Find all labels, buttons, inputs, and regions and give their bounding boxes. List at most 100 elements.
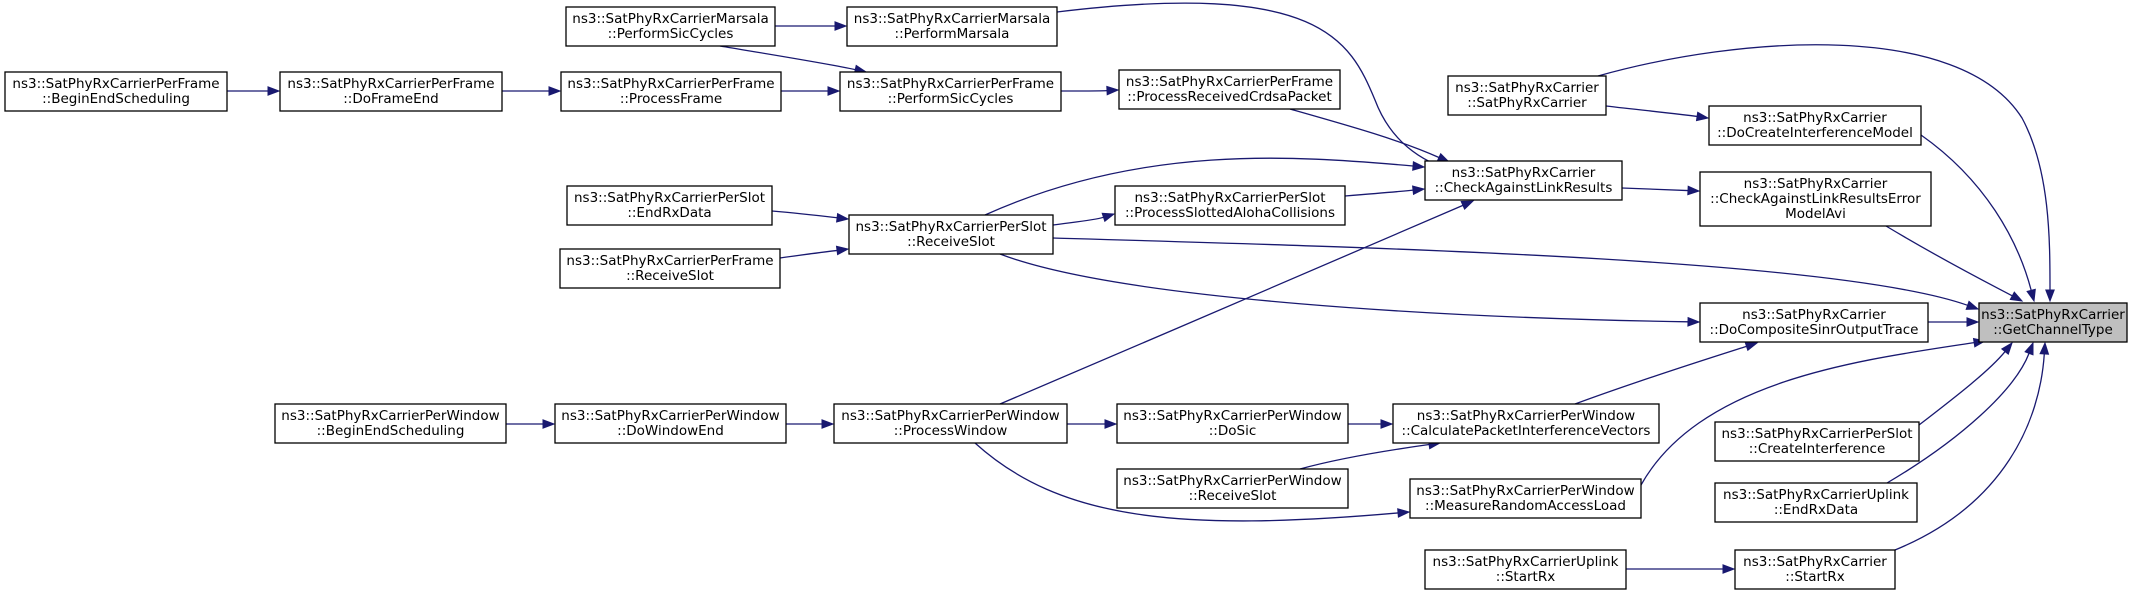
edge-perslot-receiveslot-to-checkagainstlinkresults (984, 157, 1426, 216)
node-label-line: ns3::SatPhyRxCarrierPerSlot (1721, 426, 1912, 442)
node-docompositesinroutputtrace[interactable]: ns3::SatPhyRxCarrier::DoCompositeSinrOut… (1699, 302, 1929, 343)
arrowhead-icon (1106, 85, 1120, 96)
edge-perslot-createinterference-to-getchanneltype (1918, 341, 2013, 426)
arrowhead-icon (1722, 564, 1736, 574)
node-label-line: ::DoWindowEnd (617, 423, 724, 439)
node-perframe-receiveslot[interactable]: ns3::SatPhyRxCarrierPerFrame::ReceiveSlo… (559, 248, 781, 289)
node-label-line: ns3::SatPhyRxCarrierPerWindow (1416, 483, 1634, 499)
node-box (846, 6, 1058, 47)
edge-checkagainstlinkresultserrormodelavi-to-getchanneltype (1885, 225, 2024, 302)
arrowhead-icon (821, 419, 835, 429)
node-marsala-performsiccycles[interactable]: ns3::SatPhyRxCarrierMarsala::PerformSicC… (565, 6, 776, 47)
node-box (1699, 171, 1932, 227)
arrowhead-icon (1687, 316, 1701, 327)
node-label-line: ns3::SatPhyRxCarrierPerWindow (1417, 408, 1635, 424)
node-label-line: ::ReceiveSlot (626, 268, 714, 284)
node-startrx[interactable]: ns3::SatPhyRxCarrier::StartRx (1734, 549, 1896, 590)
node-label-line: ::EndRxData (1774, 502, 1858, 518)
node-perwindow-dosic[interactable]: ns3::SatPhyRxCarrierPerWindow::DoSic (1116, 403, 1349, 444)
arrowhead-icon (1966, 317, 1980, 327)
edge-line (1621, 187, 1689, 192)
edge-satphyrxcarrier-ctor-to-getchanneltype (1597, 44, 2055, 303)
node-processreceivedcrdsapacket[interactable]: ns3::SatPhyRxCarrierPerFrame::ProcessRec… (1118, 69, 1341, 110)
node-perslot-receiveslot[interactable]: ns3::SatPhyRxCarrierPerSlot::ReceiveSlot (848, 214, 1054, 255)
node-docreateinterferencemodel[interactable]: ns3::SatPhyRxCarrier::DoCreateInterferen… (1708, 105, 1922, 146)
node-label-line: ns3::SatPhyRxCarrier (1743, 110, 1887, 126)
node-box (554, 403, 787, 444)
edge-uplink-startrx-to-startrx (1626, 564, 1736, 574)
node-perslot-endrxdata[interactable]: ns3::SatPhyRxCarrierPerSlot::EndRxData (566, 185, 773, 226)
node-label-line: ns3::SatPhyRxCarrierPerFrame (567, 76, 774, 92)
node-box (848, 214, 1054, 255)
node-box (1699, 302, 1929, 343)
arrowhead-icon (542, 419, 556, 429)
edge-perwindow-dowindowend-to-perwindow-processwindow (786, 419, 835, 429)
node-box (1714, 421, 1920, 462)
arrowhead-icon (1744, 341, 1759, 352)
edge-perframe-processframe-to-perframe-performsiccycles (781, 86, 841, 96)
node-label-line: ns3::SatPhyRxCarrier (1743, 554, 1887, 570)
edge-perwindow-processwindow-to-perwindow-dosic (1067, 419, 1118, 429)
node-label-line: ::DoCreateInterferenceModel (1717, 125, 1913, 141)
node-perframe-beginendscheduling[interactable]: ns3::SatPhyRxCarrierPerFrame::BeginEndSc… (4, 71, 228, 112)
node-uplink-endrxdata[interactable]: ns3::SatPhyRxCarrierUplink::EndRxData (1714, 482, 1918, 523)
node-box (1114, 185, 1346, 226)
node-processslottedalohacollisions[interactable]: ns3::SatPhyRxCarrierPerSlot::ProcessSlot… (1114, 185, 1346, 226)
edge-perframe-beginendscheduling-to-perframe-doframeend (227, 86, 281, 96)
arrowhead-icon (836, 212, 850, 223)
edge-line (1052, 237, 1968, 306)
node-perframe-performsiccycles[interactable]: ns3::SatPhyRxCarrierPerFrame::PerformSic… (839, 71, 1062, 112)
node-label-line: ::ProcessSlottedAlohaCollisions (1125, 205, 1335, 221)
node-measurerandomaccessload[interactable]: ns3::SatPhyRxCarrierPerWindow::MeasureRa… (1409, 478, 1642, 519)
node-marsala-performmarsala[interactable]: ns3::SatPhyRxCarrierMarsala::PerformMars… (846, 6, 1058, 47)
node-perwindow-processwindow[interactable]: ns3::SatPhyRxCarrierPerWindow::ProcessWi… (833, 403, 1068, 444)
node-calculatepacketinterferencevectors[interactable]: ns3::SatPhyRxCarrierPerWindow::Calculate… (1392, 403, 1660, 444)
arrowhead-icon (1397, 508, 1411, 518)
edge-line (771, 210, 838, 219)
edge-perwindow-beginendscheduling-to-perwindow-dowindowend (506, 419, 556, 429)
node-uplink-startrx[interactable]: ns3::SatPhyRxCarrierUplink::StartRx (1424, 549, 1627, 590)
edge-perslot-receiveslot-to-processslottedalohacollisions (1052, 212, 1116, 226)
node-perslot-createinterference[interactable]: ns3::SatPhyRxCarrierPerSlot::CreateInter… (1714, 421, 1920, 462)
edge-line (1052, 216, 1104, 226)
node-perframe-doframeend[interactable]: ns3::SatPhyRxCarrierPerFrame::DoFrameEnd (279, 71, 503, 112)
node-perwindow-receiveslot[interactable]: ns3::SatPhyRxCarrierPerWindow::ReceiveSl… (1116, 468, 1349, 509)
node-label-line: ns3::SatPhyRxCarrierPerFrame (1126, 74, 1333, 90)
node-box (839, 71, 1062, 112)
edge-line (1918, 351, 2006, 426)
node-box (1424, 549, 1627, 590)
node-label-line: ns3::SatPhyRxCarrier (1452, 165, 1596, 181)
edge-perwindow-processwindow-to-checkagainstlinkresults (999, 200, 1475, 405)
node-box (1116, 403, 1349, 444)
node-box (1447, 75, 1607, 116)
node-satphyrxcarrier-ctor[interactable]: ns3::SatPhyRxCarrier::SatPhyRxCarrier (1447, 75, 1607, 116)
edge-perslot-endrxdata-to-perslot-receiveslot (771, 210, 850, 223)
edge-uplink-endrxdata-to-getchanneltype (1886, 341, 2034, 484)
edge-line (1344, 189, 1414, 197)
node-checkagainstlinkresults[interactable]: ns3::SatPhyRxCarrier::CheckAgainstLinkRe… (1424, 160, 1623, 201)
arrowhead-icon (548, 86, 562, 96)
node-box (559, 248, 781, 289)
node-label-line: ns3::SatPhyRxCarrierPerFrame (287, 76, 494, 92)
node-perframe-processframe[interactable]: ns3::SatPhyRxCarrierPerFrame::ProcessFra… (560, 71, 782, 112)
arrowhead-icon (1412, 185, 1426, 196)
node-label-line: ::ProcessReceivedCrdsaPacket (1127, 89, 1332, 105)
node-box (1978, 302, 2128, 343)
node-label-line: ::CalculatePacketInterferenceVectors (1402, 423, 1651, 439)
node-checkagainstlinkresultserrormodelavi[interactable]: ns3::SatPhyRxCarrier::CheckAgainstLinkRe… (1699, 171, 1932, 227)
edge-perframe-doframeend-to-perframe-processframe (502, 86, 562, 96)
node-perwindow-dowindowend[interactable]: ns3::SatPhyRxCarrierPerWindow::DoWindowE… (554, 403, 787, 444)
node-perwindow-beginendscheduling[interactable]: ns3::SatPhyRxCarrierPerWindow::BeginEndS… (274, 403, 507, 444)
arrowhead-icon (2045, 289, 2055, 303)
edge-line (1894, 353, 2045, 551)
node-label-line: ns3::SatPhyRxCarrierMarsala (572, 11, 768, 27)
node-label-line: ::SatPhyRxCarrier (1467, 95, 1587, 111)
node-box (1734, 549, 1896, 590)
arrowhead-icon (1101, 212, 1116, 223)
node-label-line: ns3::SatPhyRxCarrierPerSlot (574, 190, 765, 206)
arrowhead-icon (1460, 200, 1475, 211)
node-label-line: ::ReceiveSlot (1189, 488, 1277, 504)
edge-measurerandomaccessload-to-getchanneltype (1640, 337, 1987, 486)
edge-perslot-receiveslot-to-docompositesinroutputtrace (999, 253, 1701, 327)
